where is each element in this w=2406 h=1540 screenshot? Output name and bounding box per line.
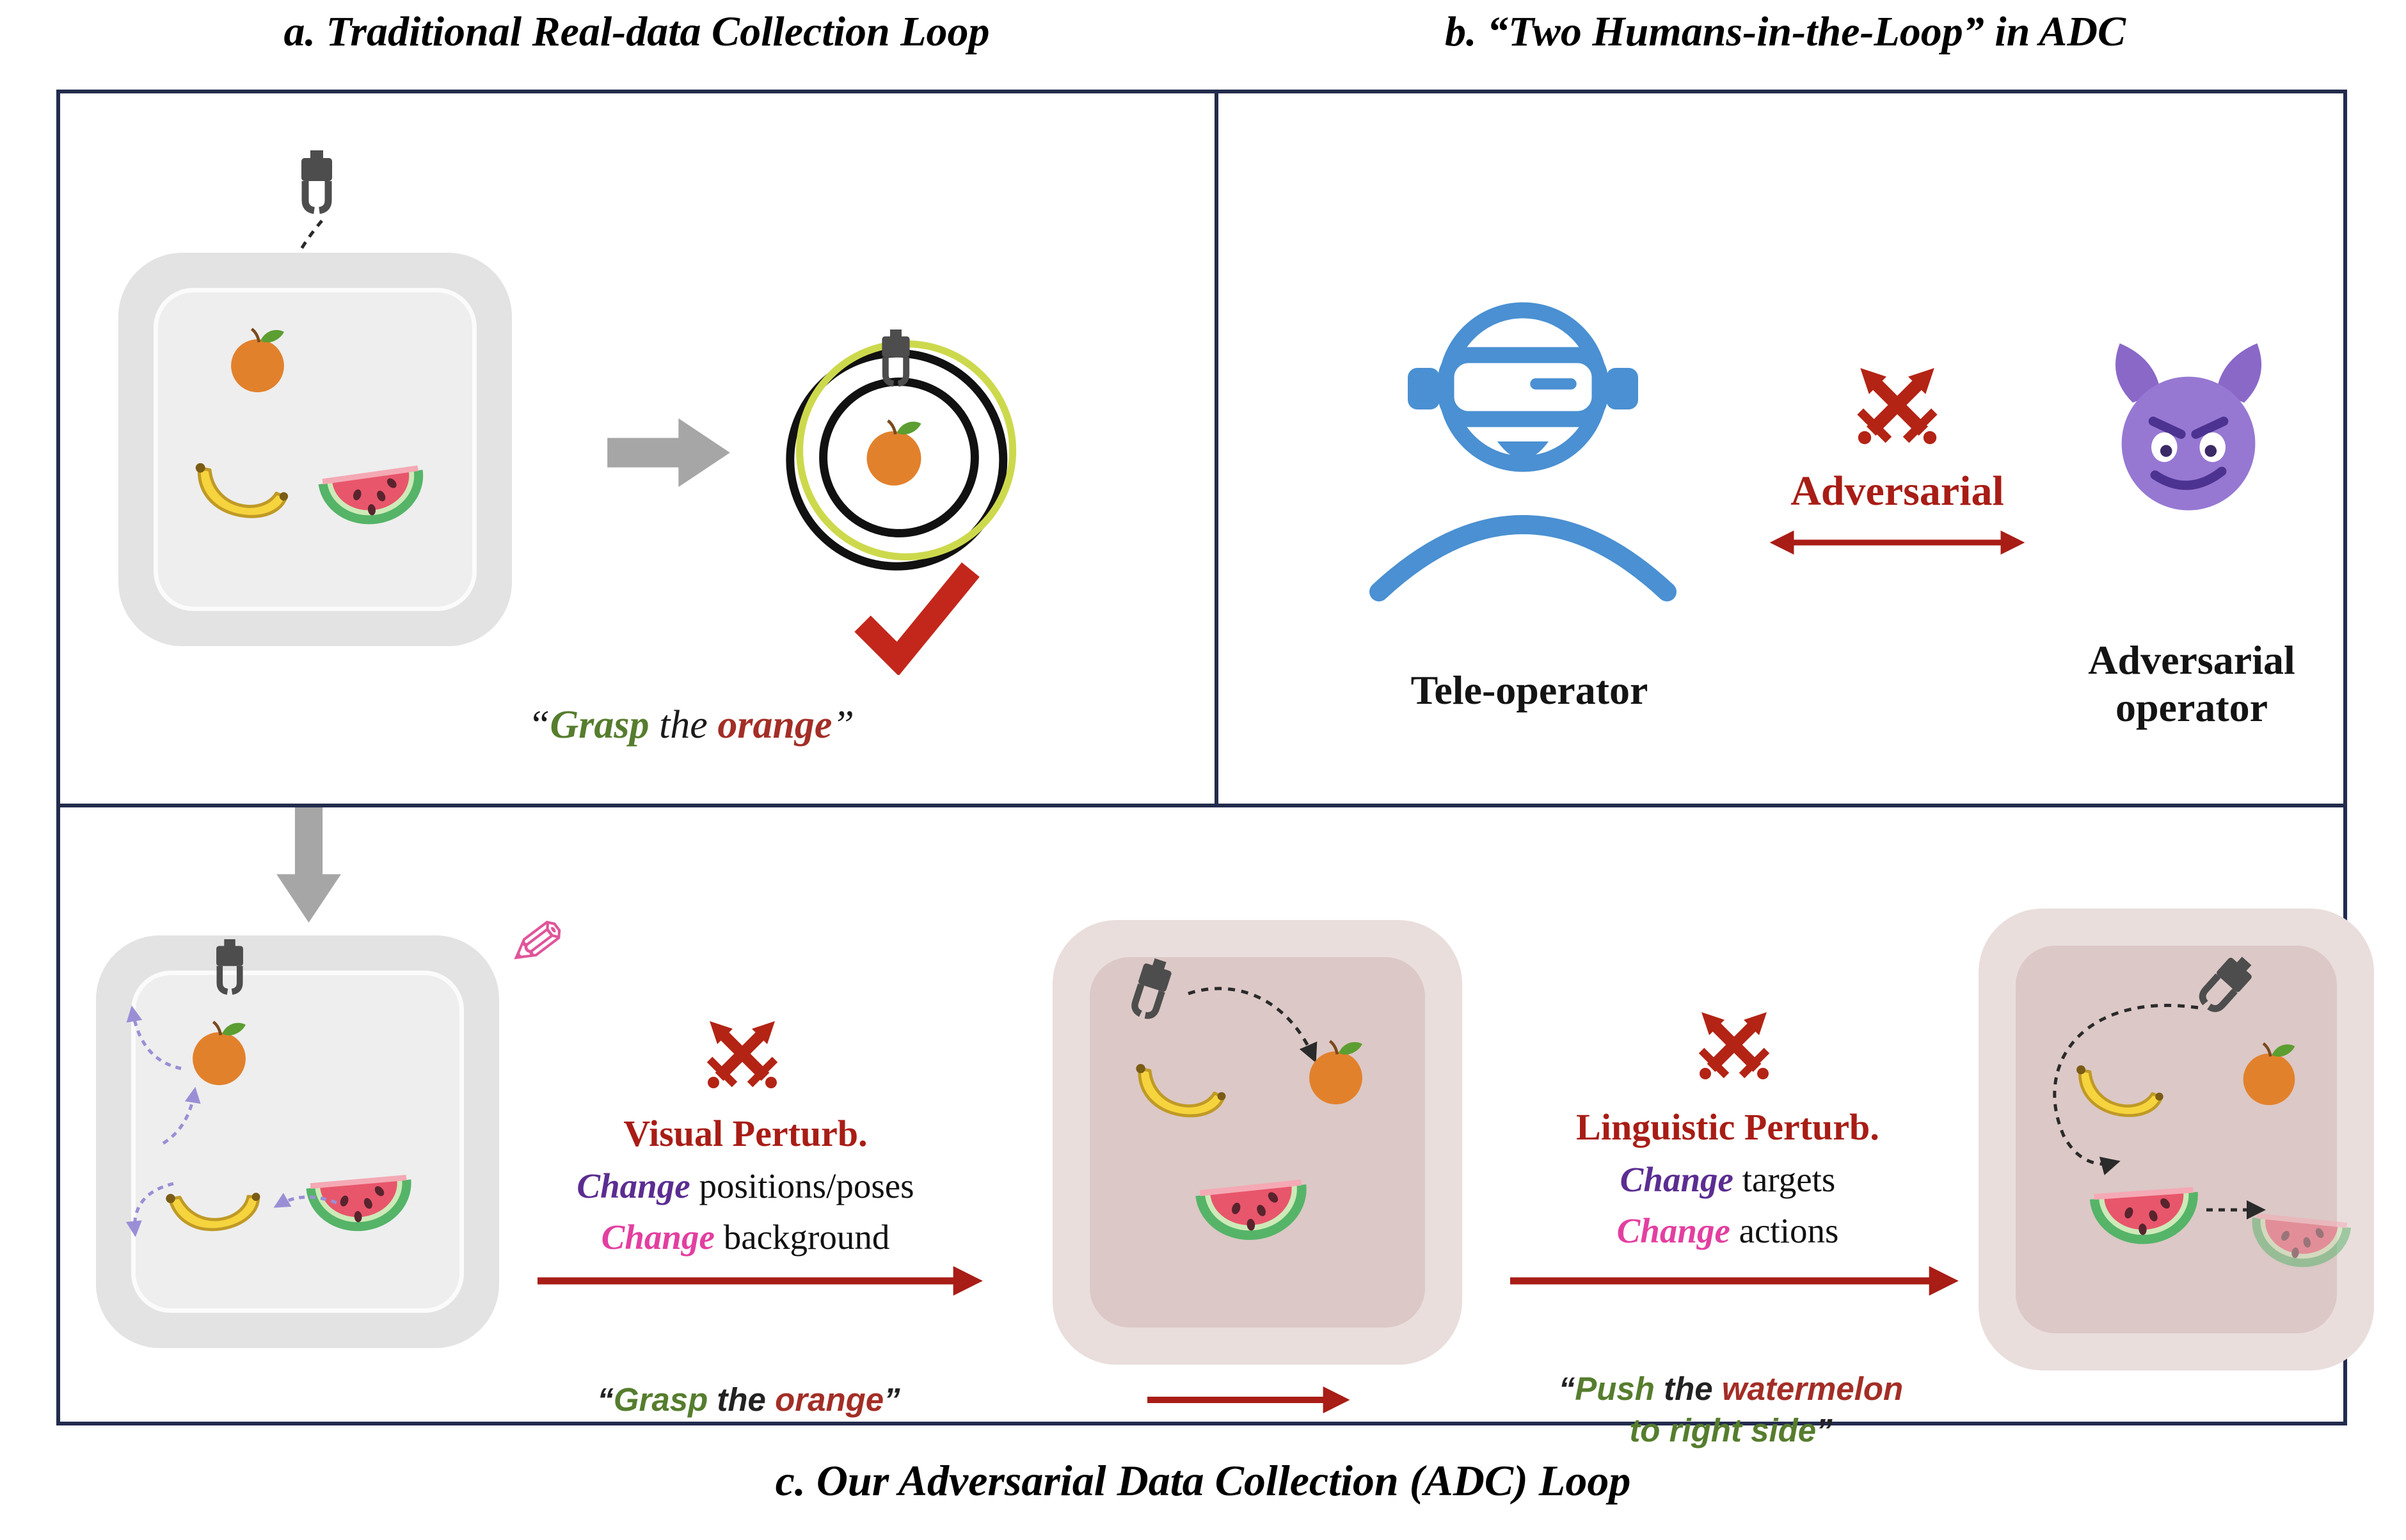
pose-change-dashed-arrow <box>126 1005 182 1070</box>
adversarial-label: Adversarial <box>1790 468 2004 514</box>
panel-c-title: c. Our Adversarial Data Collection (ADC)… <box>775 1456 1631 1505</box>
change-word: Change <box>577 1166 690 1205</box>
flow-arrow-right-icon <box>605 416 733 489</box>
change-word: Change <box>601 1218 715 1257</box>
perturbed-scene-tray-2 <box>1979 909 2374 1370</box>
line1-rest: positions/poses <box>690 1166 914 1205</box>
push-line1: “Push the watermelon <box>1491 1368 1971 1409</box>
instruction-mid: the <box>708 1381 776 1418</box>
quote-close: ” <box>1816 1412 1833 1449</box>
adversarial-double-arrow <box>1769 530 2025 555</box>
visual-perturb-line1: Change positions/poses <box>493 1166 998 1206</box>
pose-change-dashed-arrow <box>125 1182 174 1237</box>
figure-frame <box>56 90 2347 1425</box>
quote-close: ” <box>832 703 854 747</box>
banana-icon <box>1129 1046 1232 1128</box>
visual-perturb-arrow <box>538 1266 983 1296</box>
crossed-swords-icon <box>1686 997 1782 1093</box>
verb-grasp: Grasp <box>613 1381 708 1418</box>
push-trajectory-dashed-arrow <box>2053 1003 2199 1175</box>
red-checkmark-icon <box>848 553 985 675</box>
linguistic-perturb-line2: Change actions <box>1517 1211 1939 1251</box>
gripper-approach-dashed-arrow <box>1188 987 1318 1063</box>
instruction-mid: the <box>1654 1370 1722 1407</box>
object-orange: orange <box>775 1381 884 1418</box>
edit-pencil-icon: ✎ <box>503 901 571 987</box>
visual-perturb-line2: Change background <box>493 1217 998 1257</box>
orange-icon <box>1299 1035 1373 1109</box>
table-tray <box>118 253 512 646</box>
banana-icon <box>189 445 294 529</box>
quote-open: “ <box>528 703 550 747</box>
teleoperator-vr-headset-icon <box>1363 272 1683 617</box>
instruction-grasp-orange: “Grasp the orange” <box>358 703 1024 748</box>
adversarial-operator-label: Adversarial operator <box>2088 637 2295 730</box>
instruction-mid: the <box>649 703 718 747</box>
orange-icon <box>2233 1038 2305 1109</box>
tele-operator-label: Tele-operator <box>1410 667 1648 713</box>
instruction-flow-arrow <box>1147 1386 1350 1413</box>
instruction-grasp-orange-small: “Grasp the orange” <box>538 1379 960 1420</box>
gripper-in-lens-icon <box>867 329 925 393</box>
line2-rest: actions <box>1730 1211 1839 1250</box>
purple-devil-icon <box>2096 336 2281 521</box>
verb-push: Push <box>1575 1370 1655 1407</box>
perturbed-scene-tray <box>1053 920 1462 1365</box>
orange-icon <box>182 1016 256 1090</box>
crossed-swords-icon <box>694 1006 790 1102</box>
watermelon-slice-icon <box>311 441 434 545</box>
linguistic-perturb-line1: Change targets <box>1517 1159 1939 1200</box>
divider-vertical <box>1215 91 1218 806</box>
perturbed-scene-surface <box>1090 957 1425 1328</box>
object-orange: orange <box>717 703 833 747</box>
quote-open: “ <box>1558 1370 1575 1407</box>
visual-perturb-heading: Visual Perturb. <box>623 1113 868 1154</box>
perturbed-scene-surface-2 <box>2016 946 2337 1333</box>
linguistic-perturb-arrow <box>1510 1266 1959 1296</box>
object-watermelon: watermelon <box>1721 1370 1904 1407</box>
table-tray-surface <box>154 288 477 611</box>
orange-in-lens-icon <box>856 415 932 490</box>
flow-arrow-down-icon <box>272 807 346 923</box>
robot-gripper-icon <box>285 150 349 221</box>
change-word: Change <box>1620 1160 1733 1199</box>
panel-b-title: b. “Two Humans-in-the-Loop” in ADC <box>1444 8 2126 55</box>
divider-horizontal <box>58 804 2346 807</box>
table-tray-perturbed-surface <box>131 971 464 1313</box>
change-word: Change <box>1616 1211 1730 1250</box>
robot-gripper-icon <box>202 939 258 1001</box>
line2-rest: background <box>714 1218 890 1257</box>
push-destination: to right side <box>1629 1412 1817 1449</box>
push-direction-dashed-arrow <box>2206 1200 2266 1219</box>
crossed-swords-icon <box>1843 351 1952 459</box>
linguistic-perturb-heading: Linguistic Perturb. <box>1576 1106 1879 1148</box>
orange-icon <box>221 323 294 397</box>
quote-close: ” <box>884 1381 900 1418</box>
line1-rest: targets <box>1733 1160 1836 1199</box>
verb-grasp: Grasp <box>550 703 649 747</box>
pose-change-dashed-arrow <box>162 1086 201 1145</box>
quote-open: “ <box>597 1381 614 1418</box>
instruction-push-watermelon: “Push the watermelon to right side” <box>1491 1368 1971 1452</box>
push-line2: to right side” <box>1491 1409 1971 1451</box>
watermelon-slice-icon <box>1189 1154 1316 1260</box>
panel-a-title: a. Traditional Real-data Collection Loop <box>283 8 990 55</box>
pose-change-dashed-arrow <box>273 1193 337 1208</box>
table-tray-perturbed <box>96 935 499 1348</box>
